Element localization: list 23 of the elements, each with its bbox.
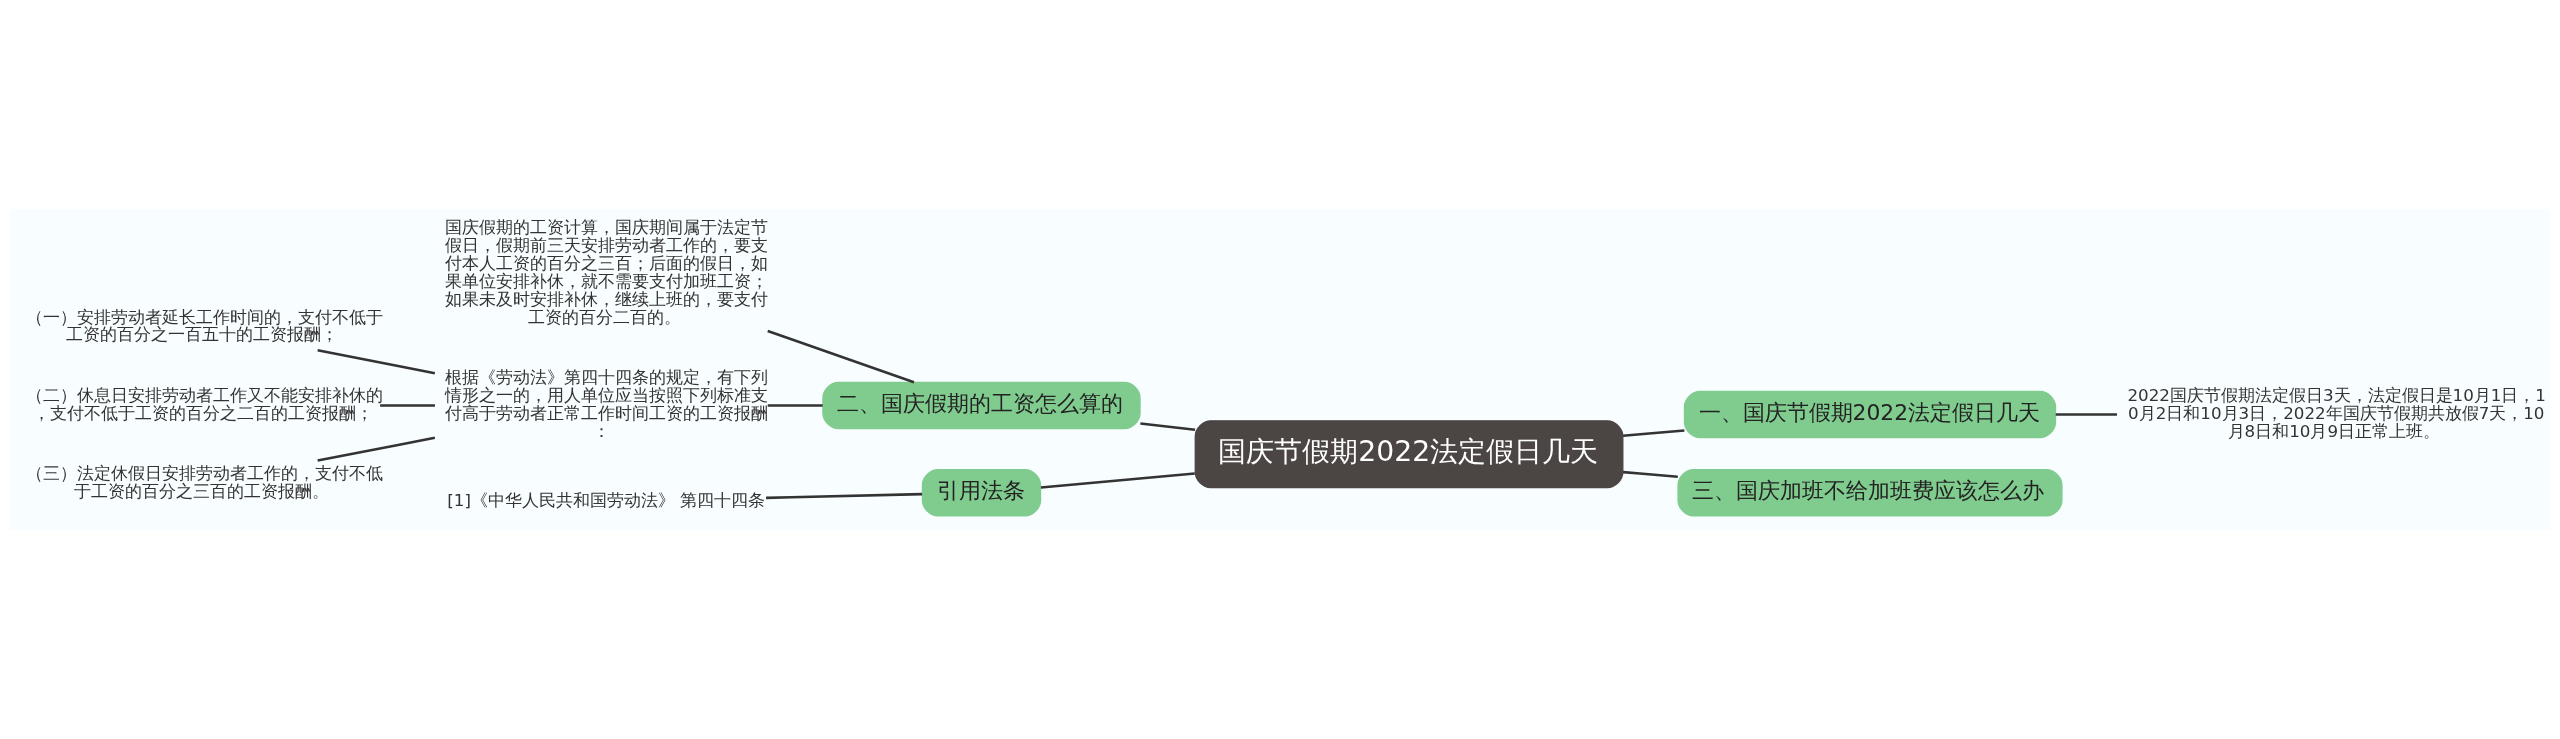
connector [1622, 429, 1685, 438]
connector [380, 404, 435, 407]
node-text: （二）休息日安排劳动者工作又不能安排补休的，支付不低于工资的百分之二百的工资报酬； [25, 385, 383, 423]
node-text: 根据《劳动法》第四十四条的规定，有下列情形之一的，用人单位应当按照下列标准支付高于劳动者正常工作时间工资的工资报酬： [445, 367, 769, 441]
node-text: [1]《中华人民共和国劳动法》 第四十四条 [447, 491, 766, 511]
node-box: 引用法条 [921, 469, 1042, 517]
connector [767, 329, 915, 384]
node-box: 国庆节假期2022法定假日几天 [1194, 420, 1624, 489]
node-text: （三）法定休假日安排劳动者工作的，支付不低于工资的百分之三百的工资报酬。 [25, 464, 383, 502]
connector [317, 349, 436, 375]
node-text: 国庆假期的工资计算，国庆期间属于法定节假日，假期前三天安排劳动者工作的，要支付本人工资的百分之三百；后面的假日，如果单位安排补休，就不需要支付加班工资；如果未及时安排补休，继续上班的，要支付工资的百分二百的。 [445, 217, 769, 327]
connector [1140, 422, 1196, 432]
connector [766, 492, 923, 500]
node-box: 三、国庆加班不给加班费应该怎么办 [1677, 469, 2063, 517]
connector [2055, 413, 2117, 416]
node-text: 2022国庆节假期法定假日3天，法定假日是10月1日，10月2日和10月3日，2022年国庆节假期共放假7天，10月8日和10月9日正常上班。 [2127, 385, 2546, 441]
node-box: 二、国庆假期的工资怎么算的 [822, 381, 1141, 430]
connector [1040, 472, 1195, 489]
connector [767, 404, 823, 407]
node-text: （一）安排劳动者延长工作时间的，支付不低于工资的百分之一百五十的工资报酬； [25, 307, 383, 345]
connector [1622, 470, 1678, 478]
node-box: 一、国庆节假期2022法定假日几天 [1683, 390, 2057, 439]
connector [317, 436, 436, 462]
